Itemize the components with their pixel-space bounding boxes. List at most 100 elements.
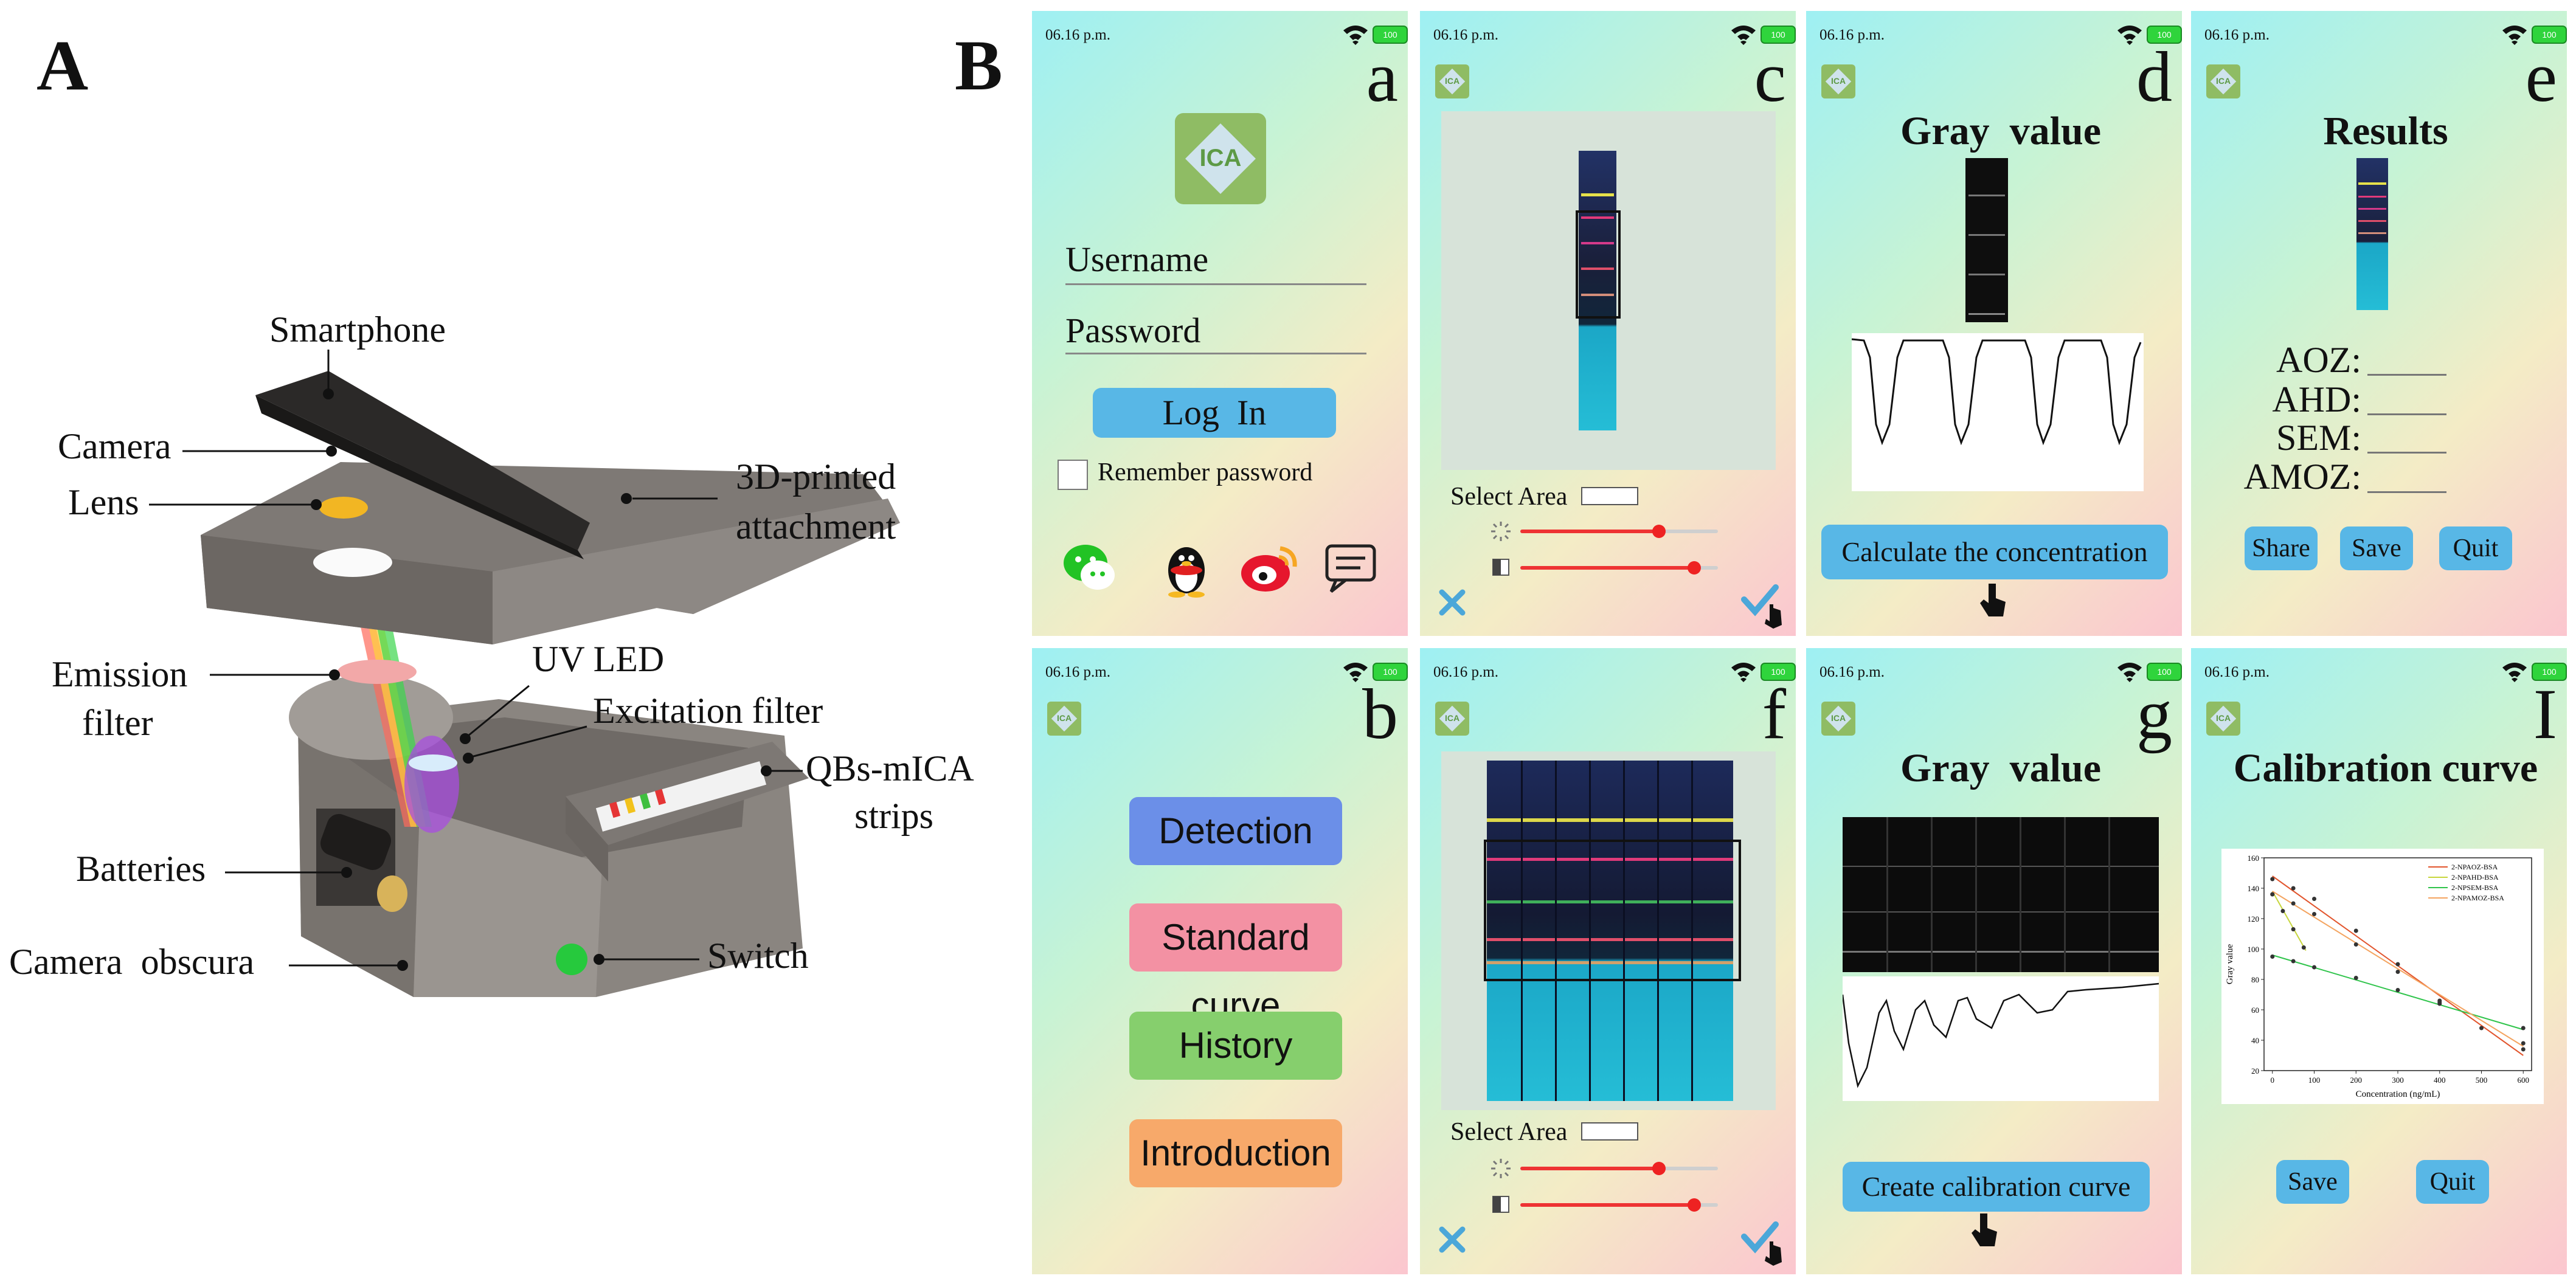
data-point-2-NPAOZ-BSA: [2479, 1026, 2484, 1030]
data-point-2-NPSEM-BSA: [2353, 976, 2358, 980]
screen-letter: a: [1366, 37, 1398, 117]
calibration-curve-title: Calibration curve: [2233, 746, 2538, 790]
data-point-2-NPAHD-BSA: [2301, 945, 2306, 950]
device-illustration: [149, 350, 900, 997]
x-tick-label: 400: [2434, 1075, 2446, 1085]
data-point-2-NPAHD-BSA: [2280, 909, 2285, 913]
quit-button[interactable]: Quit: [2439, 526, 2512, 570]
menu-detection-button[interactable]: Detection: [1129, 797, 1342, 865]
contrast-slider-knob-f[interactable]: [1688, 1198, 1701, 1212]
message-icon[interactable]: [1324, 543, 1379, 595]
y-axis-label: Gray value: [2225, 944, 2235, 985]
data-point-2-NPAOZ-BSA: [2270, 877, 2275, 882]
data-point-2-NPAOZ-BSA: [2353, 928, 2358, 933]
app-logo: ICA: [1175, 113, 1266, 204]
menu-introduction-button[interactable]: Introduction: [1129, 1119, 1342, 1187]
calculate-concentration-button[interactable]: Calculate the concentration: [1821, 525, 2168, 579]
contrast-icon: [1492, 559, 1509, 576]
panel-a-label: A: [36, 26, 89, 105]
data-point-2-NPAMOZ-BSA: [2521, 1041, 2526, 1046]
confirm-check-icon[interactable]: [1739, 1218, 1788, 1267]
screen-letter: c: [1754, 37, 1786, 117]
y-tick-label: 140: [2248, 884, 2260, 893]
selection-box[interactable]: [1576, 210, 1621, 319]
close-icon[interactable]: [1437, 1224, 1467, 1255]
excitation-filter: [409, 754, 457, 771]
grayscale-strips: [1843, 817, 2159, 972]
status-time: 06.16 p.m.: [1045, 664, 1110, 680]
contrast-slider[interactable]: [1520, 561, 1718, 579]
result-strip-image: [2356, 158, 2388, 310]
screen-b-main-menu: 06.16 p.m. 100 b ICA Detection Standard …: [1032, 648, 1408, 1274]
panel-b-label: B: [955, 26, 1003, 105]
brightness-slider[interactable]: [1520, 1162, 1718, 1180]
callout-switch: Switch: [707, 936, 809, 976]
password-field[interactable]: Password: [1065, 311, 1201, 350]
data-point-2-NPAOZ-BSA: [2395, 962, 2400, 967]
brightness-slider[interactable]: [1520, 525, 1718, 543]
create-calibration-curve-button[interactable]: Create calibration curve: [1843, 1162, 2150, 1212]
data-point-2-NPSEM-BSA: [2291, 959, 2296, 964]
save-button[interactable]: Save: [2340, 526, 2413, 570]
y-tick-label: 160: [2248, 854, 2260, 863]
result-value-sem: [2367, 452, 2446, 454]
callout-leaders: [149, 350, 803, 971]
battery-icon: 100: [2147, 26, 2182, 44]
screen-f-select-area-multi: 06.16 p.m. 100 f ICA Select Area: [1420, 648, 1796, 1274]
screen-letter: b: [1362, 674, 1398, 754]
logo-text: ICA: [1199, 145, 1242, 171]
battery-icon: 100: [1373, 26, 1408, 44]
callout-uv-led: UV LED: [532, 639, 665, 679]
wifi-icon: [1731, 26, 1756, 45]
username-field[interactable]: Username: [1065, 240, 1209, 279]
data-point-2-NPAOZ-BSA: [2291, 886, 2296, 891]
x-tick-label: 200: [2350, 1075, 2363, 1085]
weibo-icon[interactable]: [1240, 540, 1301, 595]
menu-standard-curve-button[interactable]: Standard curve: [1129, 903, 1342, 1026]
data-point-2-NPAMOZ-BSA: [2437, 1000, 2442, 1004]
screen-letter: d: [2136, 37, 2172, 117]
test-strip-image: [1579, 151, 1616, 430]
selection-box-multi[interactable]: [1484, 840, 1741, 981]
strip-holder: [566, 742, 809, 882]
panel-a-device-diagram: A: [0, 0, 997, 1284]
remember-checkbox[interactable]: [1058, 460, 1088, 490]
username-underline: [1065, 283, 1366, 285]
confirm-check-icon[interactable]: [1739, 581, 1788, 630]
contrast-slider[interactable]: [1520, 1198, 1718, 1217]
callout-camera: Camera: [58, 426, 171, 466]
brightness-slider-fill: [1520, 530, 1659, 533]
result-value-amoz: [2367, 491, 2446, 493]
fit-line-2-NPAMOZ-BSA: [2272, 891, 2524, 1047]
result-label-sem: SEM:: [2276, 418, 2361, 458]
legend: 2-NPAOZ-BSA2-NPAHD-BSA2-NPSEM-BSA2-NPAMO…: [2428, 863, 2504, 902]
battery-icon: 100: [1761, 26, 1796, 44]
login-button[interactable]: Log In: [1093, 388, 1336, 438]
wifi-icon: [1343, 26, 1368, 45]
screen-letter: e: [2525, 37, 2557, 117]
contrast-icon: [1492, 1196, 1509, 1213]
status-time: 06.16 p.m.: [1433, 664, 1498, 680]
save-button[interactable]: Save: [2276, 1160, 2349, 1204]
qq-penguin-icon[interactable]: [1161, 537, 1213, 598]
result-value-aoz: [2367, 374, 2446, 376]
select-area-box[interactable]: [1581, 487, 1638, 505]
status-time: 06.16 p.m.: [1433, 27, 1498, 43]
callout-strips-2: strips: [854, 796, 934, 836]
data-point-2-NPSEM-BSA: [2395, 988, 2400, 992]
callout-smartphone: Smartphone: [269, 309, 446, 350]
share-button[interactable]: Share: [2245, 526, 2318, 570]
quit-button[interactable]: Quit: [2416, 1160, 2489, 1204]
brightness-slider-knob-f[interactable]: [1652, 1162, 1666, 1175]
contrast-slider-knob[interactable]: [1688, 561, 1701, 575]
menu-history-button[interactable]: History: [1129, 1012, 1342, 1080]
close-icon[interactable]: [1437, 587, 1467, 618]
data-point-2-NPAOZ-BSA: [2521, 1047, 2526, 1052]
app-logo-small: ICA: [1435, 702, 1469, 736]
app-logo-small: ICA: [2206, 702, 2240, 736]
brightness-slider-knob[interactable]: [1652, 525, 1666, 538]
select-area-box[interactable]: [1581, 1122, 1638, 1141]
screen-e-results: 06.16 p.m. 100 e ICA Results AOZ: AHD: S…: [2191, 11, 2567, 636]
legend-label: 2-NPAMOZ-BSA: [2451, 894, 2504, 902]
wechat-icon[interactable]: [1062, 540, 1117, 595]
